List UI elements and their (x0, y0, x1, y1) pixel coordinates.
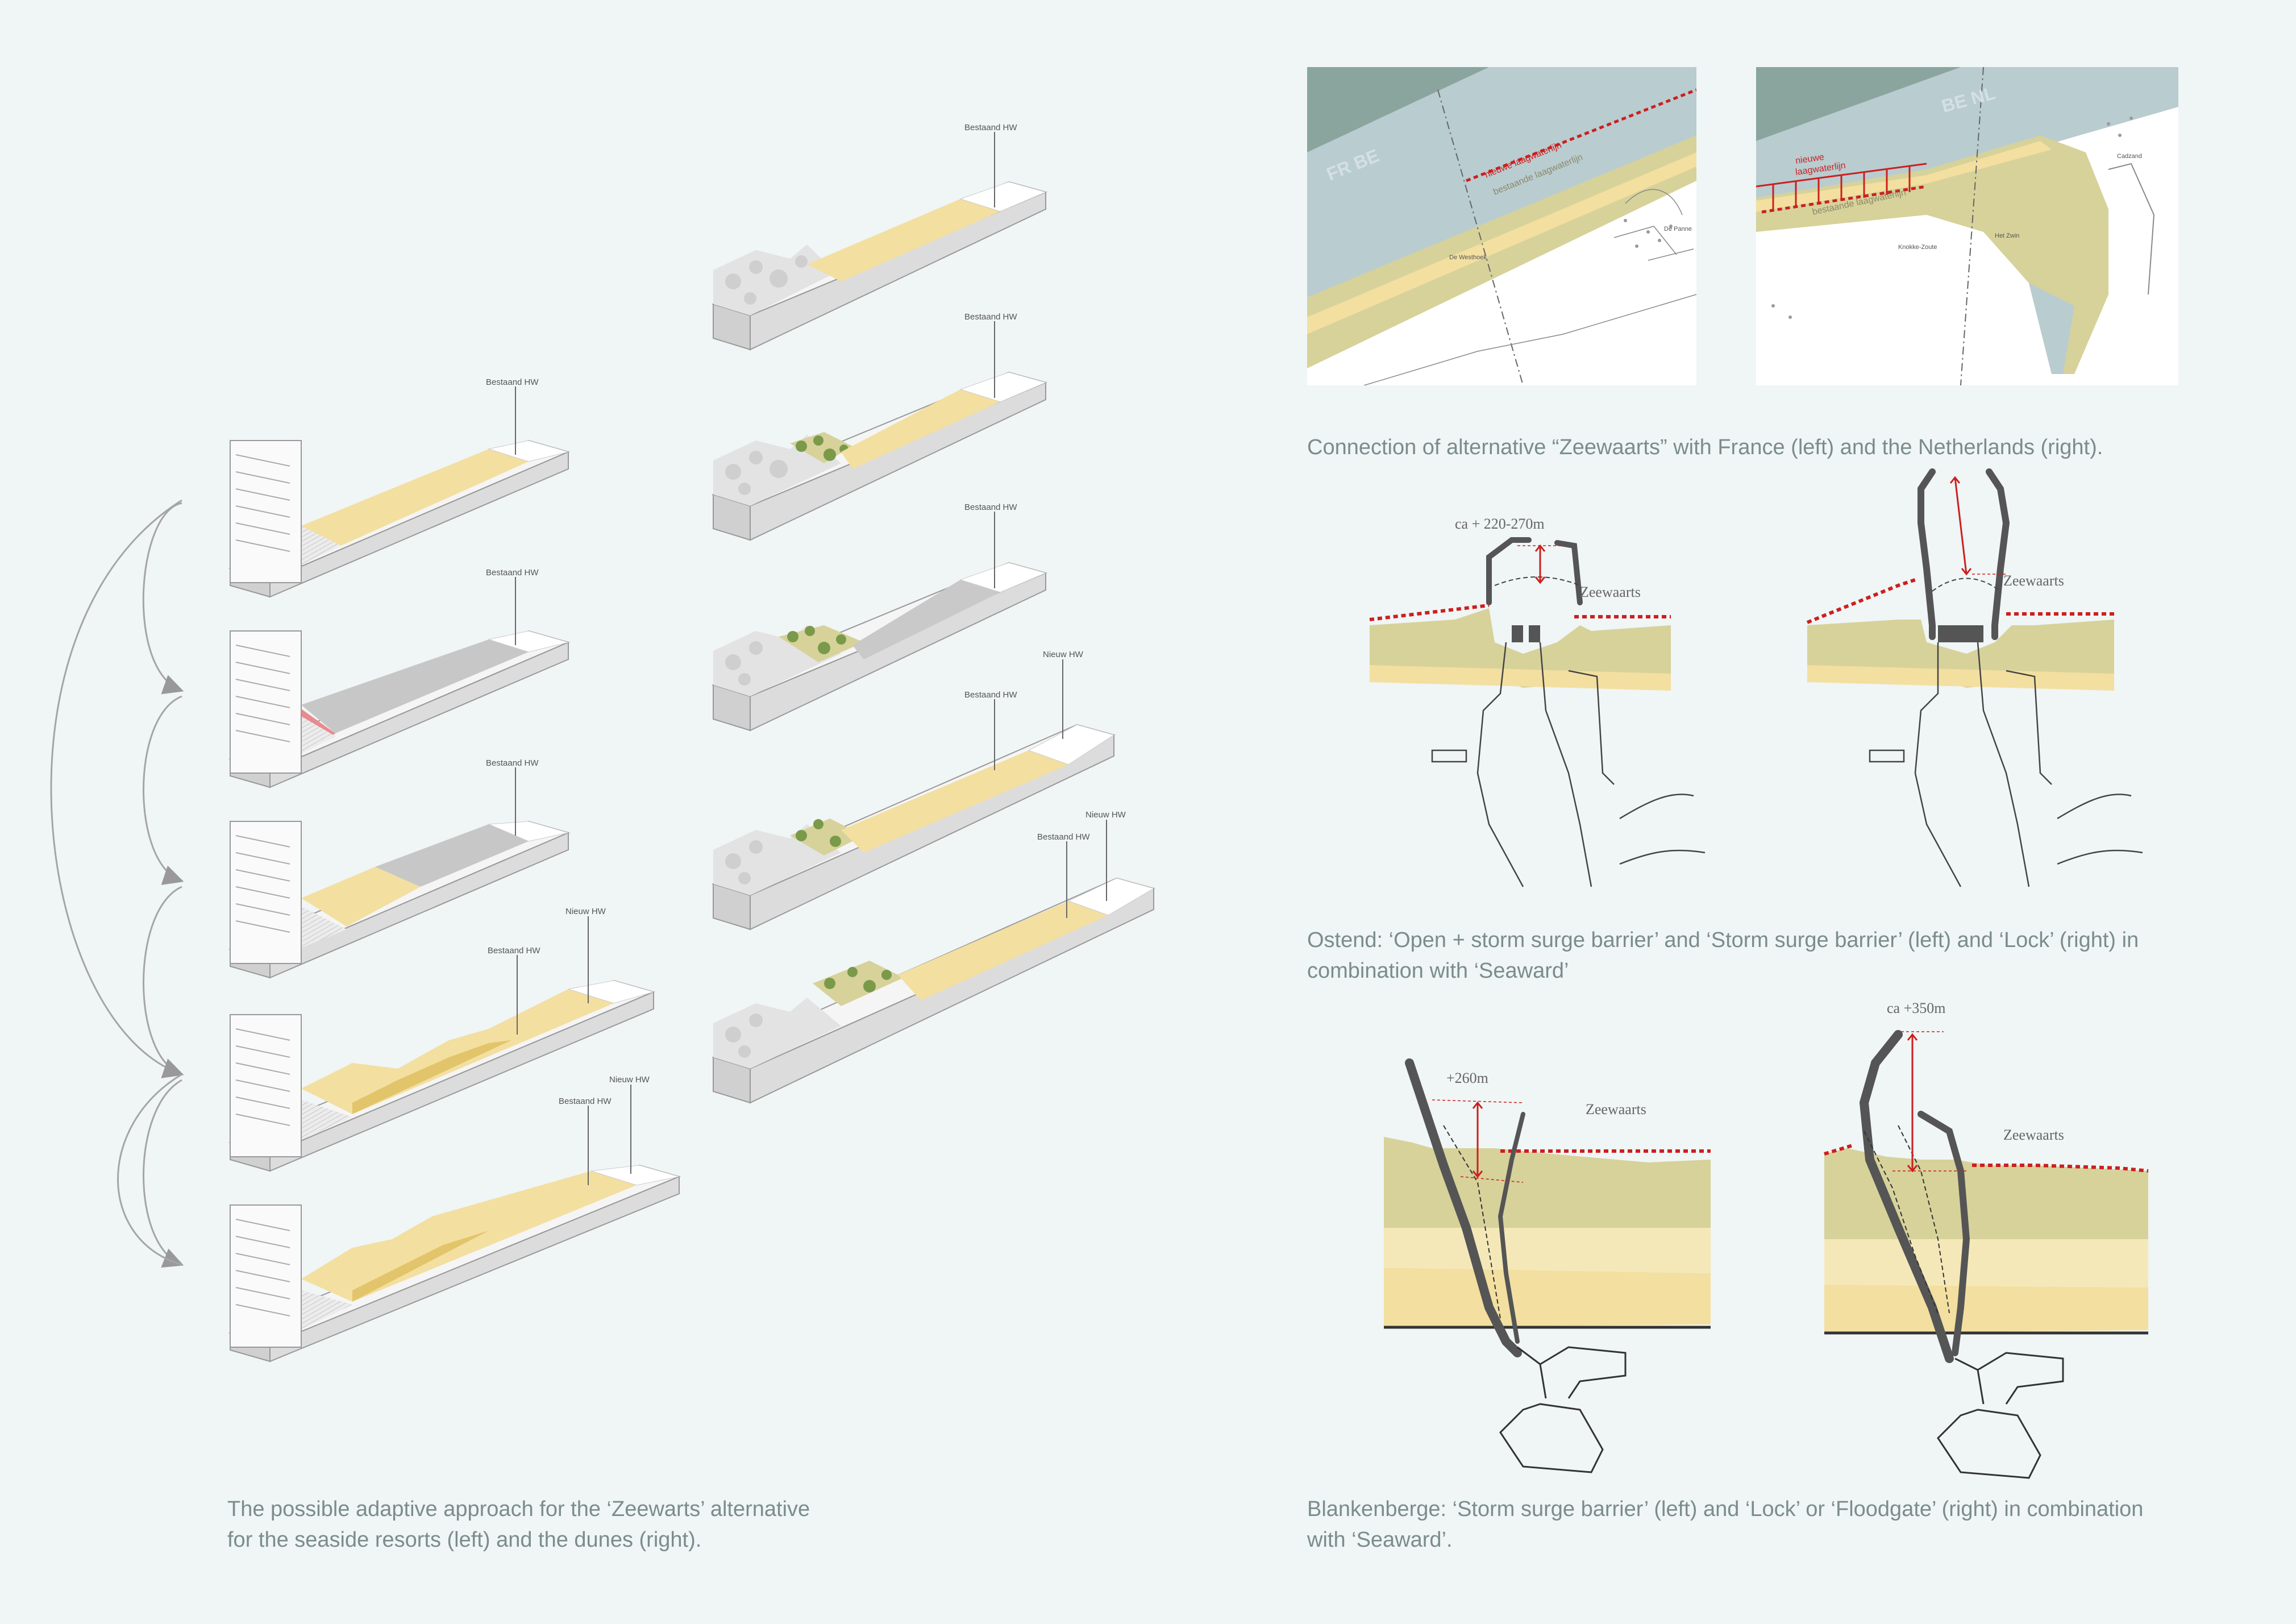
ostend-caption-line-1: Ostend: ‘Open + storm surge barrier’ and… (1307, 928, 2139, 952)
bestaand-hw-label: Bestaand HW (964, 690, 1017, 700)
bestaand-hw-label: Bestaand HW (964, 502, 1017, 512)
town-label: Het Zwin (1995, 232, 2019, 239)
bestaand-hw-label: Bestaand HW (488, 946, 540, 956)
nieuw-hw-label: Nieuw HW (1085, 810, 1126, 820)
blankenberge-caption-line-1: Blankenberge: ‘Storm surge barrier’ (lef… (1307, 1497, 2144, 1521)
blankenberge-right: ca +350m Zeewaarts (1824, 1000, 2149, 1479)
town-label: Knokke-Zoute (1898, 244, 1937, 251)
resort-block-4: Bestaand HW Nieuw HW (228, 907, 656, 1172)
bestaand-hw-label: Bestaand HW (486, 758, 539, 768)
ostend-caption-line-2: combination with ‘Seaward’ (1307, 959, 1569, 983)
bestaand-hw-label: Bestaand HW (1037, 832, 1090, 842)
sequence-arrows (50, 499, 184, 1268)
dune-block-4: Bestaand HW Nieuw HW (712, 650, 1116, 931)
zeewaarts-label: Zeewaarts (2003, 572, 2064, 589)
maps-caption: Connection of alternative “Zeewaarts” wi… (1307, 435, 2103, 459)
dimension-label: +260m (1446, 1070, 1488, 1086)
dune-block-3: Bestaand HW (712, 502, 1048, 732)
resort-block-5: Bestaand HW Nieuw HW (228, 1075, 681, 1363)
bestaand-hw-label: Bestaand HW (964, 312, 1017, 322)
nieuw-hw-label: Nieuw HW (1043, 650, 1084, 659)
town-label: De Panne (1664, 226, 1692, 232)
nieuw-hw-label: Nieuw HW (609, 1075, 650, 1085)
bestaand-hw-label: Bestaand HW (964, 123, 1017, 132)
zeewaarts-label: Zeewaarts (1586, 1101, 1646, 1118)
adaptive-caption-line-2: for the seaside resorts (left) and the d… (227, 1528, 702, 1552)
dune-block-5: Bestaand HW Nieuw HW (712, 810, 1155, 1104)
resort-block-1: Bestaand HW (228, 377, 570, 598)
adaptive-approach-diagram: Bestaand HW Bestaand HW Bestaand HW (50, 123, 1155, 1363)
blankenberge-caption: Blankenberge: ‘Storm surge barrier’ (lef… (1307, 1494, 2273, 1555)
resort-block-2: Bestaand HW (228, 568, 570, 788)
zeewaarts-label: Zeewaarts (1580, 584, 1641, 600)
dune-block-2: Bestaand HW (712, 312, 1048, 541)
map-netherlands-connection: BE NL nieuwe laagwaterlijn bestaande laa… (1756, 67, 2178, 385)
zeewaarts-label: Zeewaarts (2003, 1127, 2064, 1143)
resort-block-3: Bestaand HW (228, 758, 570, 979)
dune-block-1: Bestaand HW (712, 123, 1048, 351)
adaptive-approach-caption: The possible adaptive approach for the ‘… (227, 1494, 1193, 1555)
town-label: Cadzand (2117, 153, 2142, 160)
dimension-label: ca + 220-270m (1455, 516, 1545, 532)
dimension-label: ca +350m (1887, 1000, 1945, 1016)
map-france-connection: FR BE nieuwe laagwaterlijn bestaande laa… (1307, 67, 1696, 385)
bestaand-hw-label: Bestaand HW (559, 1096, 612, 1106)
ostend-diagrams: ca + 220-270m Zeewaarts Zeewaarts (1369, 468, 2143, 887)
bestaand-hw-label: Bestaand HW (486, 377, 539, 387)
blankenberge-caption-line-2: with ‘Seaward’. (1307, 1528, 1453, 1552)
ostend-left: ca + 220-270m Zeewaarts (1369, 516, 1706, 887)
blankenberge-diagrams: +260m Zeewaarts ca +350m Zeewaarts (1384, 1000, 2149, 1479)
bestaand-hw-label: Bestaand HW (486, 568, 539, 578)
new-low-water-line-label: nieuwe (1795, 152, 1825, 166)
ostend-right: Zeewaarts (1806, 468, 2143, 887)
ostend-caption: Ostend: ‘Open + storm surge barrier’ and… (1307, 925, 2273, 986)
town-label: De Westhoek (1449, 254, 1487, 261)
blankenberge-left: +260m Zeewaarts (1384, 1058, 1711, 1473)
adaptive-caption-line-1: The possible adaptive approach for the ‘… (227, 1497, 810, 1521)
nieuw-hw-label: Nieuw HW (565, 907, 606, 916)
